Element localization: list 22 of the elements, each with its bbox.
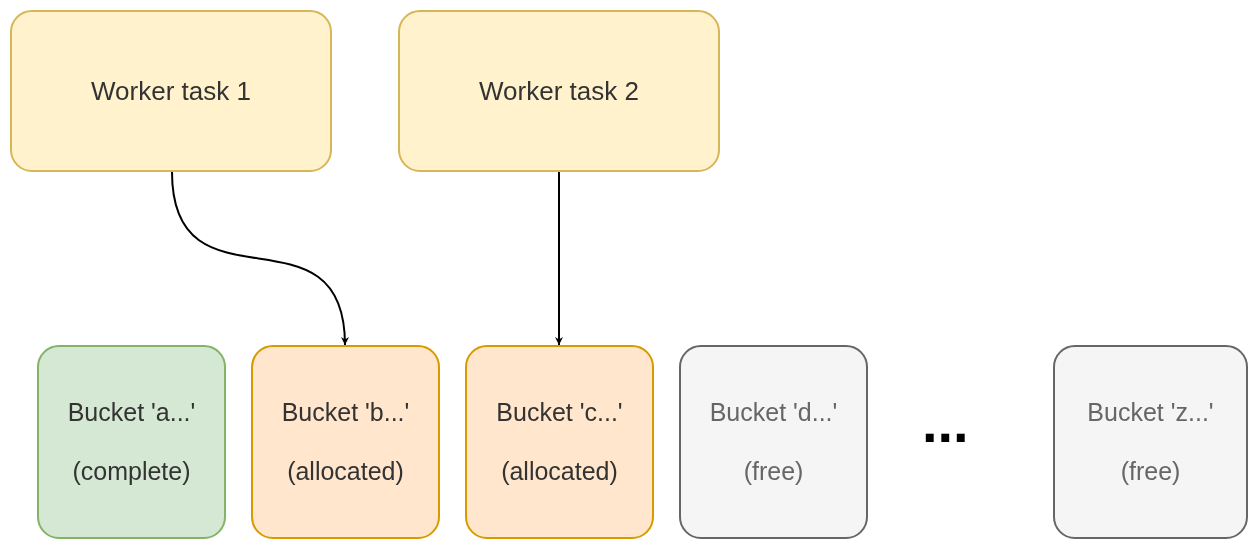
bucket-box (679, 345, 868, 539)
node-status: (complete) (72, 456, 191, 487)
node-status: (allocated) (501, 456, 618, 487)
ellipsis-text: ... (922, 395, 969, 451)
node-status: (free) (1120, 456, 1181, 487)
task-box (398, 10, 720, 172)
node-title: Bucket 'd...' (709, 396, 838, 428)
bucket-box (251, 345, 440, 539)
bucket-box (1053, 345, 1248, 539)
bucket-box (465, 345, 654, 539)
node-title: Bucket 'b...' (281, 396, 410, 428)
node-title: Bucket 'a...' (67, 396, 196, 428)
bucket-box (37, 345, 226, 539)
arrow (171, 171, 349, 346)
node-status: (allocated) (287, 456, 404, 487)
node-title: Worker task 2 (479, 74, 639, 108)
task-box (10, 10, 332, 172)
node-title: Bucket 'z...' (1087, 396, 1214, 428)
node-title: Bucket 'c...' (496, 396, 623, 428)
arrow (555, 171, 563, 346)
node-status: (free) (743, 456, 804, 487)
node-title: Worker task 1 (91, 74, 251, 108)
